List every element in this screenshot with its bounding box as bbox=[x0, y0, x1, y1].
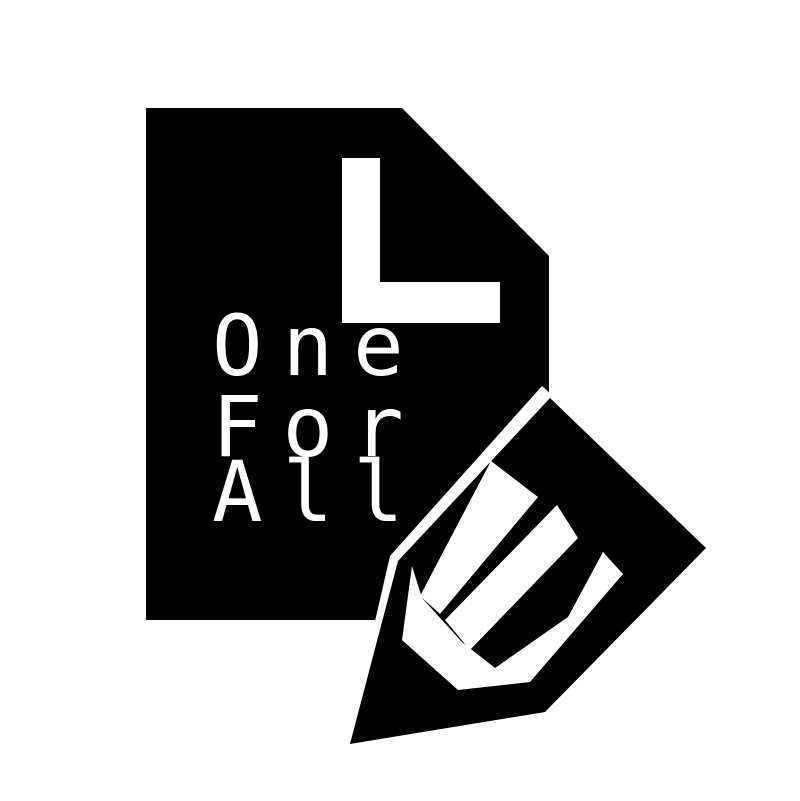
letter-l-glyph bbox=[342, 158, 500, 323]
brand-text-line-2: For bbox=[212, 378, 424, 476]
pencil-stripe-2 bbox=[445, 505, 578, 650]
pencil-stripe-1 bbox=[420, 461, 538, 614]
brand-text-line-1: One bbox=[212, 297, 424, 395]
pencil-ferrule bbox=[402, 552, 623, 690]
brand-text-line-3: All bbox=[212, 443, 424, 541]
